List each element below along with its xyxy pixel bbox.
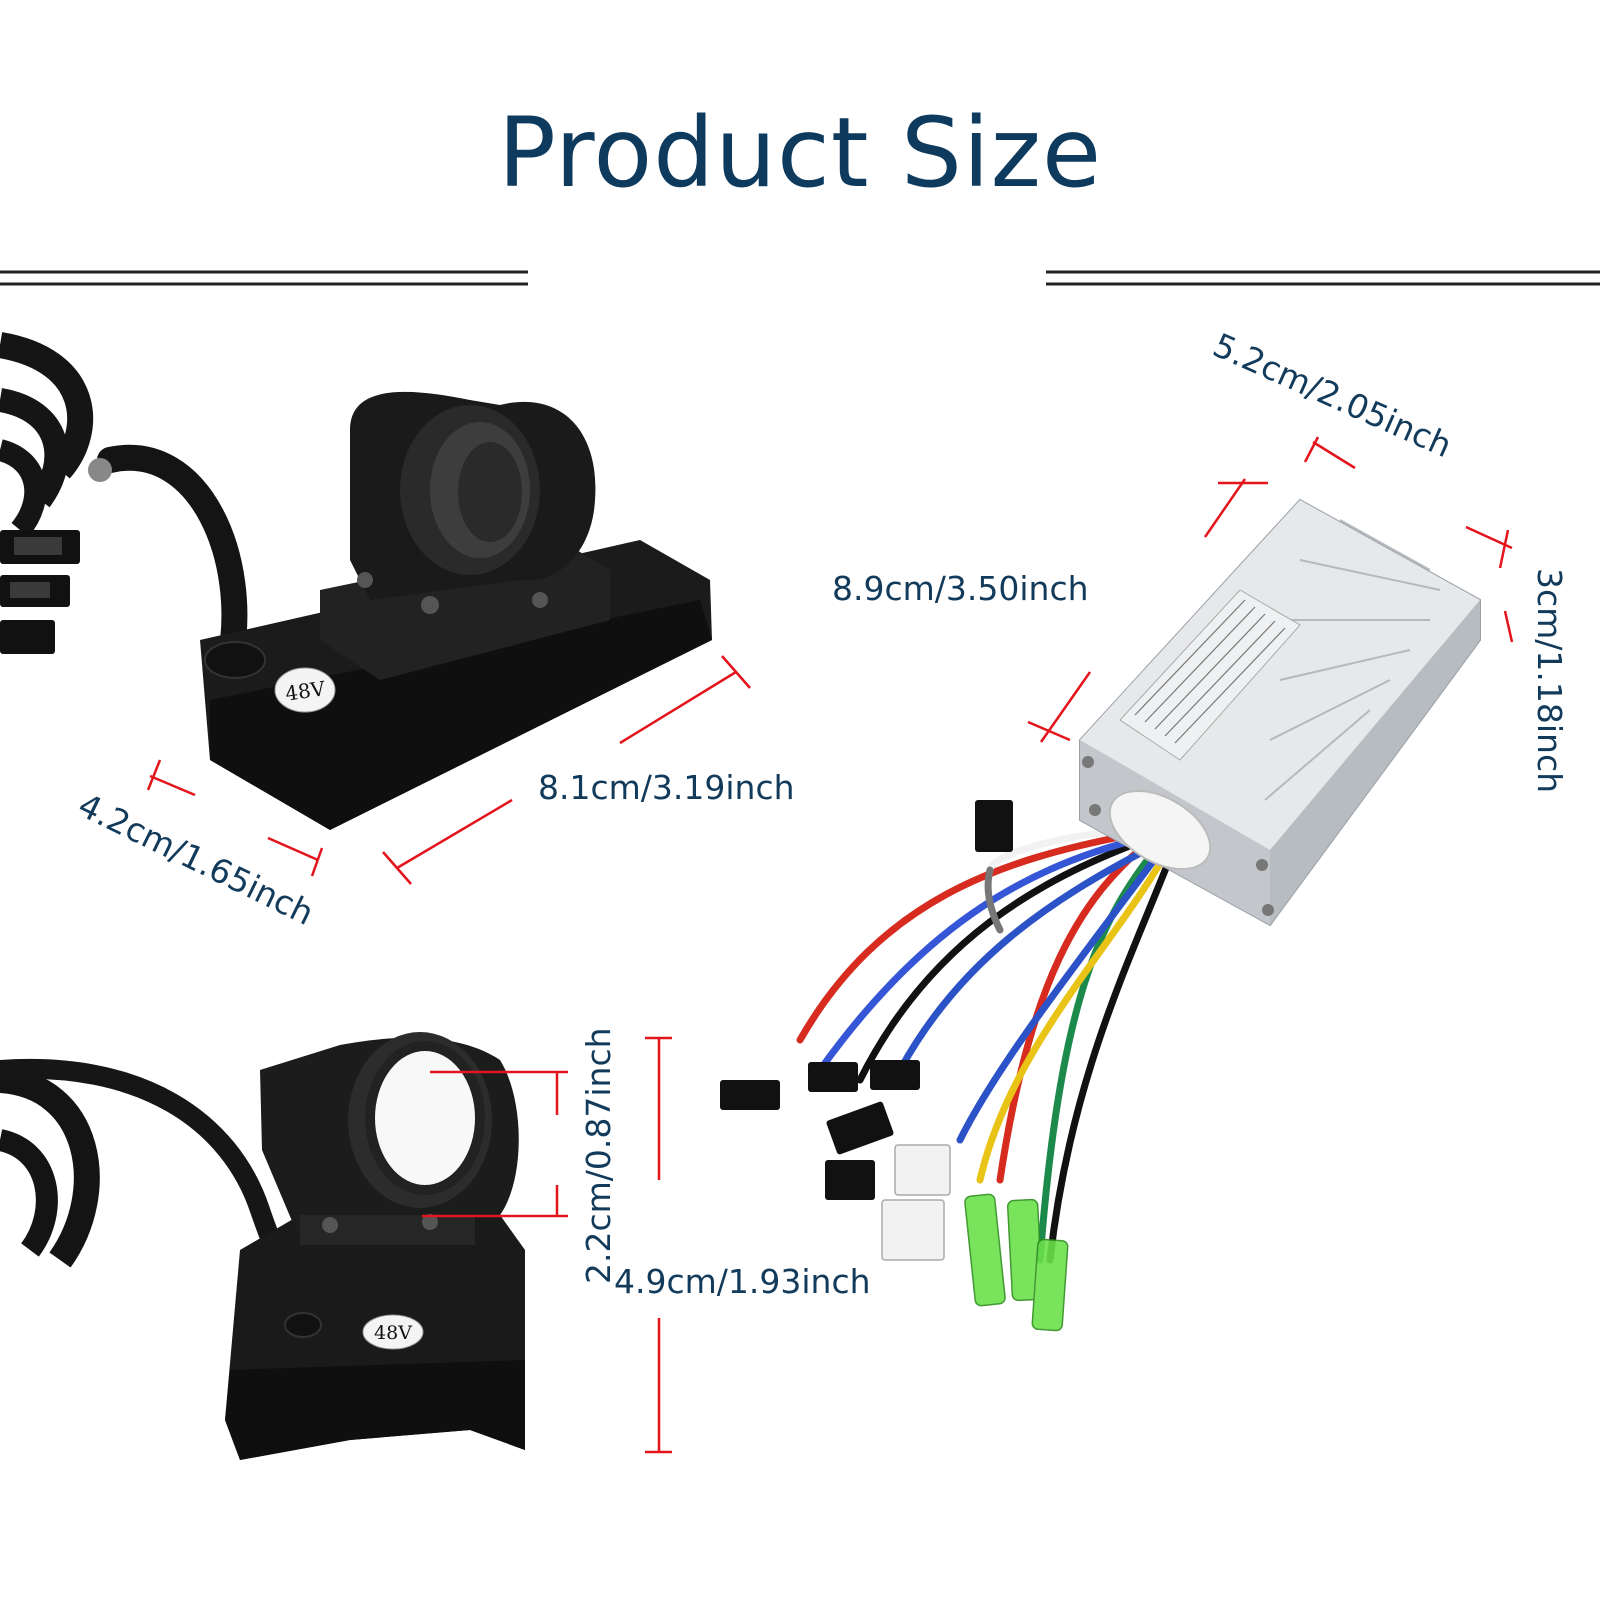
throttle-clamp-label: 2.2cm/0.87inch (579, 1027, 618, 1284)
white-connectors (881, 1144, 951, 1261)
display-dimension-lines (146, 655, 751, 885)
connector-plugs (0, 530, 80, 654)
throttle-dimension-lines (422, 1036, 672, 1454)
throttle-cable-coil (0, 1067, 100, 1268)
display-voltage-badge: 48V (274, 667, 336, 713)
throttle-unit: 48V (0, 1032, 525, 1460)
display-unit: 48V (0, 332, 712, 830)
display-cable (97, 444, 248, 673)
throttle-height-label: 4.9cm/1.93inch (614, 1262, 871, 1301)
controller-height-label: 3cm/1.18inch (1530, 568, 1569, 794)
throttle-voltage-text: 48V (374, 1322, 412, 1344)
controller-length-label: 8.9cm/3.50inch (832, 569, 1089, 608)
page-title: Product Size (497, 97, 1103, 209)
controller-connectors (720, 800, 1013, 1200)
throttle-voltage-badge: 48V (362, 1314, 424, 1350)
coiled-cable (0, 332, 93, 538)
display-length-label: 8.1cm/3.19inch (538, 768, 795, 807)
motor-controller (720, 498, 1481, 1332)
controller-dimension-lines (1027, 436, 1514, 743)
controller-box (1079, 498, 1481, 927)
title-rules (0, 270, 1600, 286)
green-terminals (964, 1193, 1069, 1332)
display-voltage-text: 48V (284, 676, 327, 705)
controller-wires (796, 826, 1174, 1264)
